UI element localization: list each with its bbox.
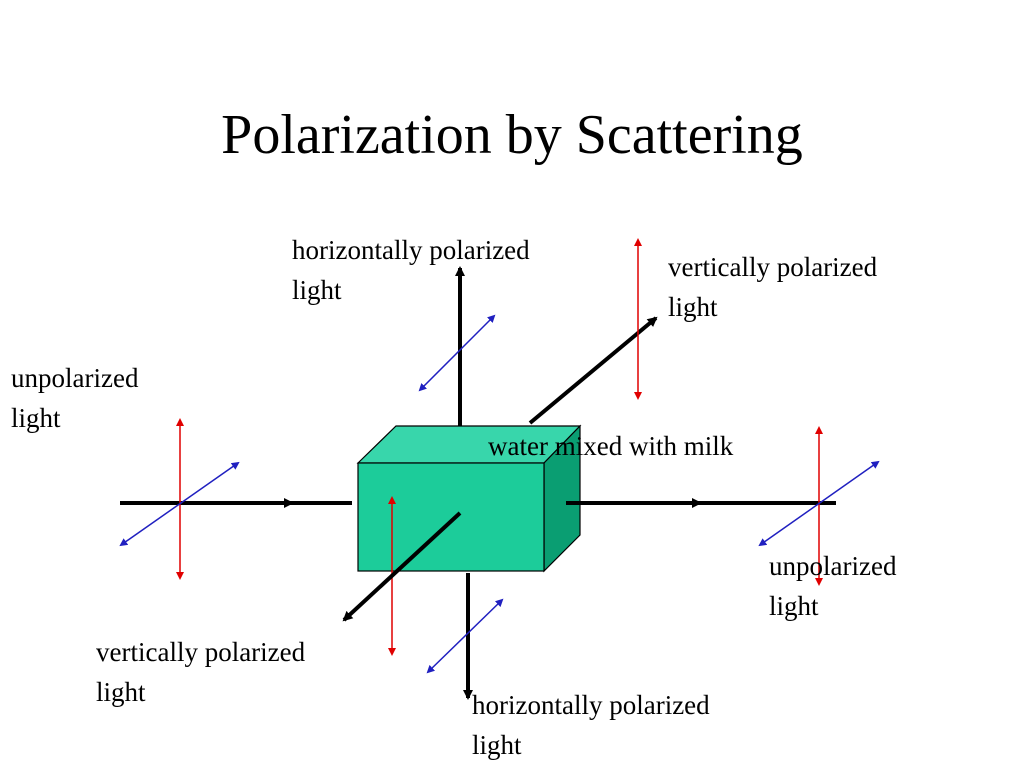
- top-horizontal-polarization-arrow: [418, 314, 496, 392]
- label-medium-text: water mixed with milk: [488, 431, 734, 461]
- left-horizontal-polarization-arrow: [119, 461, 240, 547]
- label-vertical-bottom-left: vertically polarized light: [96, 632, 305, 712]
- label-vertical-bottom-left-line2: light: [96, 677, 146, 707]
- label-horizontal-bottom: horizontally polarized light: [472, 685, 710, 765]
- label-vertical-top-right-line1: vertically polarized: [668, 252, 878, 282]
- label-unpolarized-left: unpolarized light: [11, 358, 138, 438]
- label-horizontal-bottom-line1: horizontally polarized: [472, 690, 710, 720]
- label-medium: water mixed with milk: [488, 426, 733, 466]
- label-horizontal-top-line1: horizontally polarized: [292, 235, 530, 265]
- label-unpolarized-left-line1: unpolarized: [11, 363, 139, 393]
- label-unpolarized-right-line2: light: [769, 591, 819, 621]
- label-unpolarized-right-line1: unpolarized: [769, 551, 897, 581]
- label-vertical-bottom-left-line1: vertically polarized: [96, 637, 306, 667]
- slide-title: Polarization by Scattering: [221, 104, 803, 166]
- right-horizontal-polarization-arrow: [758, 460, 880, 547]
- water-milk-box: [356, 424, 582, 573]
- label-vertical-top-right: vertically polarized light: [668, 247, 877, 327]
- label-unpolarized-right: unpolarized light: [769, 546, 896, 626]
- label-vertical-top-right-line2: light: [668, 292, 718, 322]
- label-unpolarized-left-line2: light: [11, 403, 61, 433]
- label-horizontal-top-line2: light: [292, 275, 342, 305]
- box-front-face: [357, 462, 545, 572]
- label-horizontal-top: horizontally polarized light: [292, 230, 530, 310]
- downleft-scattered-beam: [342, 511, 462, 622]
- label-horizontal-bottom-line2: light: [472, 730, 522, 760]
- bottom-horizontal-polarization-arrow: [426, 598, 504, 674]
- upright-scattered-beam: [528, 316, 658, 425]
